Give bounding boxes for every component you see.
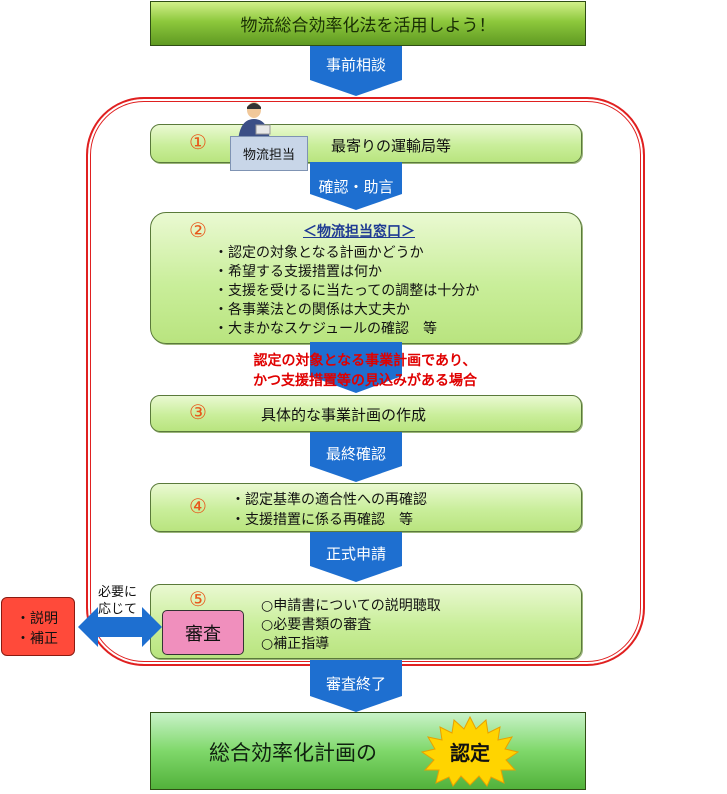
side-box-line1: ・説明 — [16, 611, 58, 627]
side-note-line1: 必要に — [98, 585, 138, 600]
step1-box: ① 最寄りの運輸局等 — [150, 124, 582, 163]
arrow-kakunin-jogen: 確認・助言 — [306, 162, 406, 210]
review-label: 審査 — [185, 623, 221, 645]
starburst-icon — [420, 715, 520, 787]
step5-item: ○申請書についての説明聴取 — [261, 598, 441, 614]
step3-number: ③ — [189, 400, 207, 424]
step3-text: 具体的な事業計画の作成 — [261, 406, 427, 424]
staff-badge: 物流担当 — [230, 136, 308, 171]
double-arrow — [78, 604, 162, 650]
arrow-jizen-soudan: 事前相談 — [306, 46, 406, 96]
down-arrow-icon — [310, 46, 402, 96]
arrow-label: 事前相談 — [325, 56, 386, 74]
condition-line1: 認定の対象となる事業計画であり、 — [253, 353, 477, 369]
explanation-box: ・説明 ・補正 — [1, 597, 75, 656]
arrow-label: 審査終了 — [325, 675, 386, 693]
side-box-line2: ・補正 — [16, 631, 58, 647]
arrow-condition — [306, 342, 406, 393]
arrow-label: 正式申請 — [325, 545, 386, 563]
step2-item: ・大まかなスケジュールの確認 等 — [214, 321, 438, 337]
double-arrow-icon — [78, 607, 162, 647]
step3-box: ③ 具体的な事業計画の作成 — [150, 395, 582, 432]
arrow-seishiki-shinsei: 正式申請 — [306, 532, 406, 582]
header-title: 物流総合効率化法を活用しよう！ — [240, 16, 496, 36]
arrow-label: 確認・助言 — [318, 178, 394, 196]
step5-number: ⑤ — [189, 587, 207, 611]
side-note-line2: 応じて — [98, 602, 138, 617]
step2-item: ・希望する支援措置は何か — [214, 264, 382, 280]
staff-badge-label: 物流担当 — [242, 148, 295, 163]
arrow-saishu-kakunin: 最終確認 — [306, 432, 406, 482]
arrow-label: 最終確認 — [325, 445, 386, 463]
step1-text: 最寄りの運輸局等 — [331, 137, 452, 155]
down-arrow-icon — [310, 342, 402, 393]
step4-item: ・支援措置に係る再確認 等 — [231, 512, 413, 528]
step5-item: ○必要書類の審査 — [261, 617, 372, 633]
step2-item: ・認定の対象となる計画かどうか — [214, 245, 424, 261]
approval-label: 認定 — [450, 741, 490, 765]
step4-box: ④ ・認定基準の適合性への再確認 ・支援措置に係る再確認 等 — [150, 483, 582, 532]
step4-number: ④ — [189, 494, 207, 518]
step2-number: ② — [189, 218, 207, 242]
person-icon — [232, 101, 272, 141]
step2-item: ・支援を受けるに当たっての調整は十分か — [214, 283, 480, 299]
step2-box: ② ＜物流担当窓口＞ ・認定の対象となる計画かどうか ・希望する支援措置は何か … — [150, 212, 582, 344]
step1-number: ① — [189, 130, 207, 154]
footer-banner: 総合効率化計画の 認定 — [150, 712, 586, 790]
step2-title: ＜物流担当窓口＞ — [303, 224, 415, 240]
condition-line2: かつ支援措置等の見込みがある場合 — [253, 373, 477, 389]
header-banner: 物流総合効率化法を活用しよう！ — [150, 1, 586, 46]
arrow-shinsa-shuryo: 審査終了 — [306, 660, 406, 712]
down-arrow-icon — [310, 660, 402, 712]
step2-item: ・各事業法との関係は大丈夫か — [214, 302, 410, 318]
step5-item: ○補正指導 — [261, 636, 330, 652]
footer-text: 総合効率化計画の — [209, 741, 377, 765]
approval-starburst: 認定 — [419, 715, 521, 787]
down-arrow-icon — [310, 432, 402, 482]
down-arrow-icon — [310, 532, 402, 582]
down-arrow-icon — [310, 162, 402, 210]
review-box: 審査 — [162, 610, 244, 655]
step4-item: ・認定基準の適合性への再確認 — [231, 492, 427, 508]
